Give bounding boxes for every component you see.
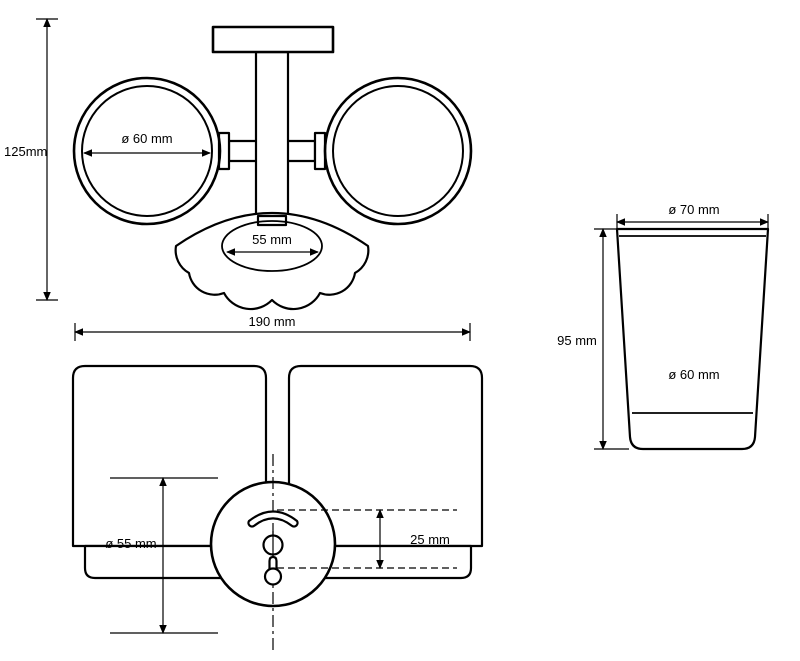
left-ring-outer [72,76,222,226]
left-ring-inner [81,85,213,217]
mounting-stem [254,50,290,232]
dim-opening-label: 55 mm [252,232,292,247]
cup-side-view: ø 70 mm ø 60 mm 95 mm [557,202,770,451]
right-ring-outer [323,76,473,226]
top-view: ø 60 mm 55 mm 125mm 190 mm [4,18,473,341]
dim-ring-diameter-label: ø 60 mm [121,131,172,146]
scalloped-tray [174,212,370,311]
dim-cup-height-label: 95 mm [557,333,597,348]
right-glass-body [287,364,484,548]
right-ring-inner [332,85,464,217]
dim-width-label: 190 mm [249,314,296,329]
keyhole-circle [263,567,283,586]
dim-cup-top-label: ø 70 mm [668,202,719,217]
dim-spacing-label: 25 mm [410,532,450,547]
left-glass-body [71,364,268,548]
front-view: ø 55 mm 25 mm [71,364,484,650]
cup-body [615,227,770,451]
dim-cup-bottom-label: ø 60 mm [668,367,719,382]
keyhole-stem [268,555,278,570]
dim-depth-label: 125mm [4,144,47,159]
dim-glass-label: ø 55 mm [105,536,156,551]
wall-plate [211,25,335,54]
tray-opening-ellipse [221,220,323,272]
right-arm-cap [313,131,327,171]
mount-slot [247,510,299,528]
